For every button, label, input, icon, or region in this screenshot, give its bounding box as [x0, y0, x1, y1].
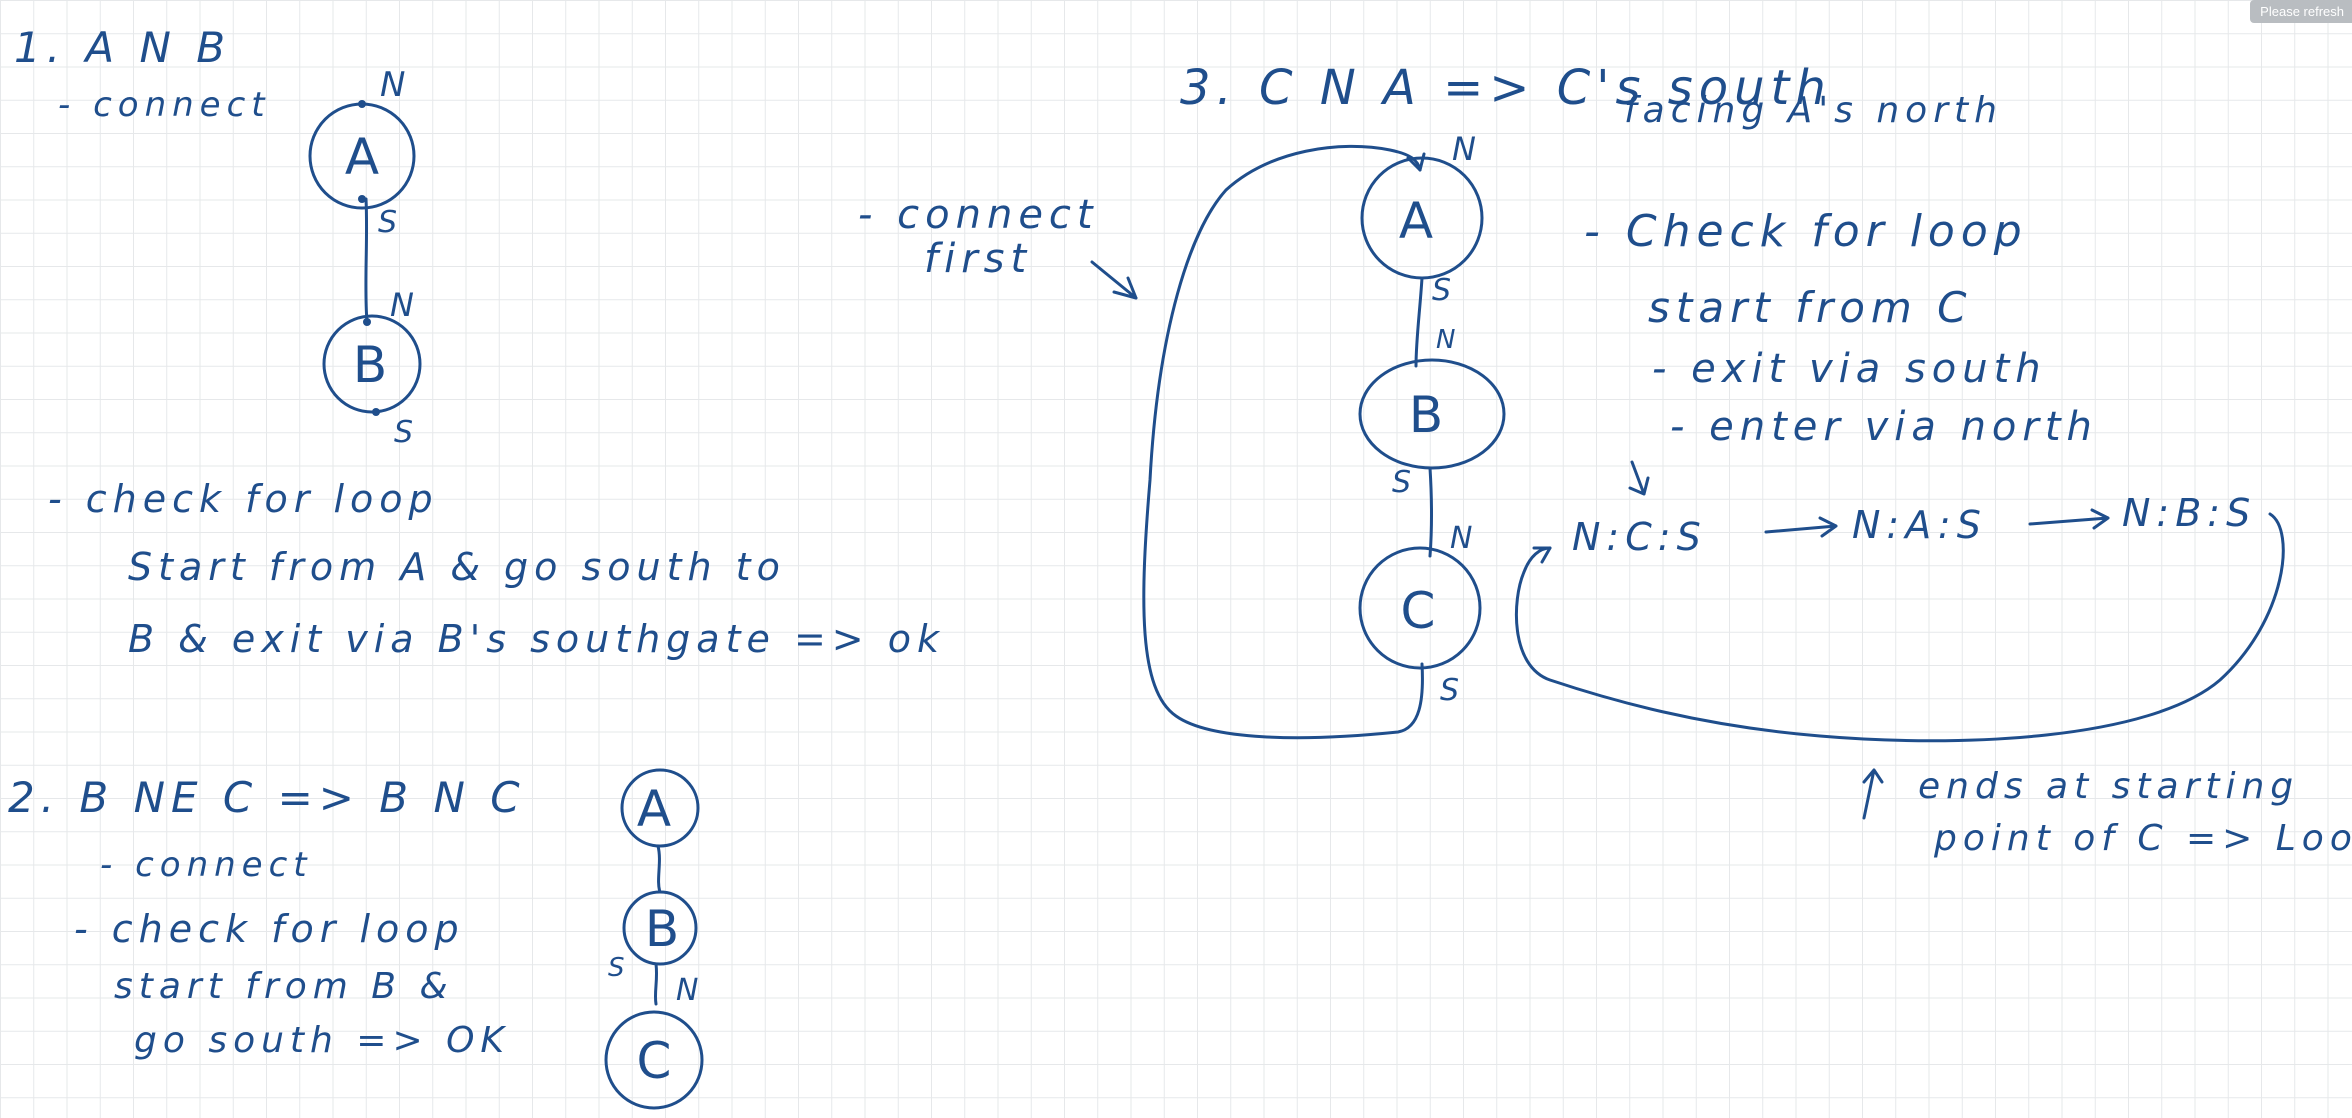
gate-south-dot: [372, 408, 380, 416]
gate-north-label: N: [1452, 130, 1482, 168]
section-2: 2. B NE C => B N C - connect - check for…: [8, 768, 704, 1110]
node-c-label: C: [1401, 582, 1436, 640]
gate-south-label: S: [1432, 273, 1457, 308]
enter-note-arrow: [1628, 460, 1650, 496]
loop-back-connector: [1515, 512, 2285, 743]
node-c-label: C: [637, 1032, 672, 1090]
section-2-line-1: start from B &: [114, 966, 454, 1007]
gate-north-dot: [358, 100, 366, 108]
node-b-label: B: [645, 900, 679, 958]
section-1-line-1: Start from A & go south to: [128, 545, 786, 589]
section-3-start-note: start from C: [1648, 283, 1973, 332]
connector-b-c: [653, 962, 659, 1006]
connect-first-arrow: [1090, 260, 1138, 300]
section-3-check-note: - Check for loop: [1584, 206, 2028, 257]
connector-a-b: [656, 844, 662, 894]
gate-south-label: S: [394, 415, 419, 450]
loop-back-connector: [1142, 144, 1424, 740]
gate-south-label: S: [608, 953, 631, 983]
path-step-b: N:B:S: [2122, 491, 2256, 535]
node-b-circle: [622, 890, 698, 966]
connect-first-note-line-2: first: [924, 236, 1032, 282]
connector-a-b: [364, 197, 369, 324]
node-a-label: A: [1399, 192, 1433, 250]
gate-north-label: N: [380, 65, 411, 105]
section-1-line-2: B & exit via B's southgate => ok: [128, 617, 945, 661]
node-a-label: A: [345, 128, 379, 186]
node-a-label: A: [637, 780, 671, 838]
node-a-circle: [620, 768, 700, 848]
connector-b-c: [1428, 466, 1433, 558]
section-3-title-line-2: facing A's north: [1624, 90, 2003, 131]
path-arrow-1: [1764, 516, 1838, 538]
node-c-circle: [604, 1010, 704, 1110]
gate-south-label: S: [1392, 465, 1417, 500]
section-3: 3. C N A => C's south facing A's north -…: [858, 60, 2352, 859]
gate-north-dot: [363, 318, 371, 326]
section-3-exit-note: - exit via south: [1652, 346, 2047, 392]
gate-north-label: N: [390, 286, 420, 324]
section-2-title: 2. B NE C => B N C: [8, 773, 526, 822]
section-1-title: 1. A N B: [14, 23, 231, 72]
refresh-notice-button[interactable]: Please refresh: [2250, 0, 2352, 23]
node-c-circle: [1358, 546, 1482, 670]
path-step-a: N:A:S: [1852, 503, 1987, 547]
path-step-c: N:C:S: [1572, 515, 1707, 559]
gate-north-label: N: [1436, 325, 1461, 355]
node-b-label: B: [353, 336, 387, 394]
section-2-connect-note: - connect: [100, 845, 313, 885]
connector-a-b: [1414, 276, 1424, 368]
section-3-enter-note: - enter via north: [1670, 404, 2098, 450]
gate-south-label: S: [378, 205, 403, 240]
gate-north-label: N: [1450, 521, 1478, 556]
section-1-connect-note: - connect: [58, 85, 271, 125]
gate-south-label: S: [1440, 673, 1465, 708]
section-1: 1. A N B - connect A N S B N S - check f…: [14, 23, 945, 661]
node-b-label: B: [1409, 386, 1443, 444]
section-2-line-2: go south => OK: [134, 1020, 510, 1061]
ends-note-line-2: point of C => Loop: [1933, 818, 2352, 859]
section-3-title: 3. C N A => C's south: [1180, 60, 1832, 116]
section-1-check-note: - check for loop: [48, 477, 439, 521]
path-arrow-2: [2028, 508, 2110, 530]
ends-note-arrow: [1862, 768, 1884, 820]
connect-first-note: - connect: [858, 192, 1099, 238]
gate-north-label: N: [676, 973, 704, 1008]
gate-south-dot: [358, 195, 366, 203]
ends-note-line-1: ends at starting: [1918, 766, 2299, 807]
node-b-circle: [1358, 358, 1506, 470]
section-2-check-note: - check for loop: [74, 907, 465, 951]
loop-back-arrowhead: [1532, 546, 1552, 564]
